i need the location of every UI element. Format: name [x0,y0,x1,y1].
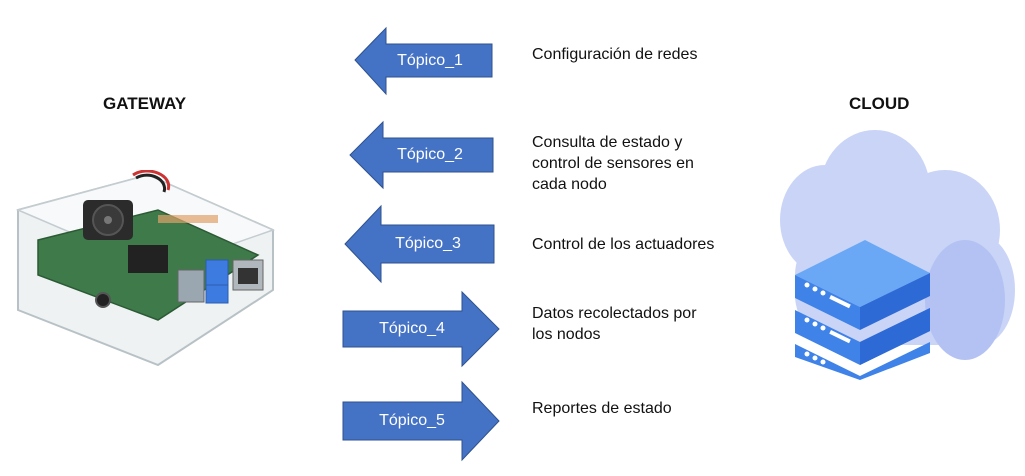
topic-2-description: Consulta de estado y control de sensores… [532,132,694,195]
topic-4-label: Tópico_4 [379,320,445,337]
topic-4-description-line: los nodos [532,326,601,343]
gateway-title: GATEWAY [103,94,187,113]
topic-4-description-line: Datos recolectados por [532,305,697,322]
topic-2-description-line: cada nodo [532,176,607,193]
topic-2-description-line: Consulta de estado y [532,134,683,151]
cloud-server-icon [780,130,1015,380]
topic-1-description: Configuración de redes [532,46,698,63]
topic-4-description: Datos recolectados por los nodos [532,303,697,345]
topic-3-description: Control de los actuadores [532,236,715,253]
topic-5-description: Reportes de estado [532,400,672,417]
raspberry-pi-case-icon [15,170,276,367]
topic-2-description-line: control de sensores en [532,155,694,172]
topic-3-label: Tópico_3 [395,235,461,252]
topic-1-label: Tópico_1 [397,52,463,69]
topic-2-label: Tópico_2 [397,146,463,163]
topic-5-label: Tópico_5 [379,412,445,429]
cloud-title: CLOUD [849,94,910,113]
